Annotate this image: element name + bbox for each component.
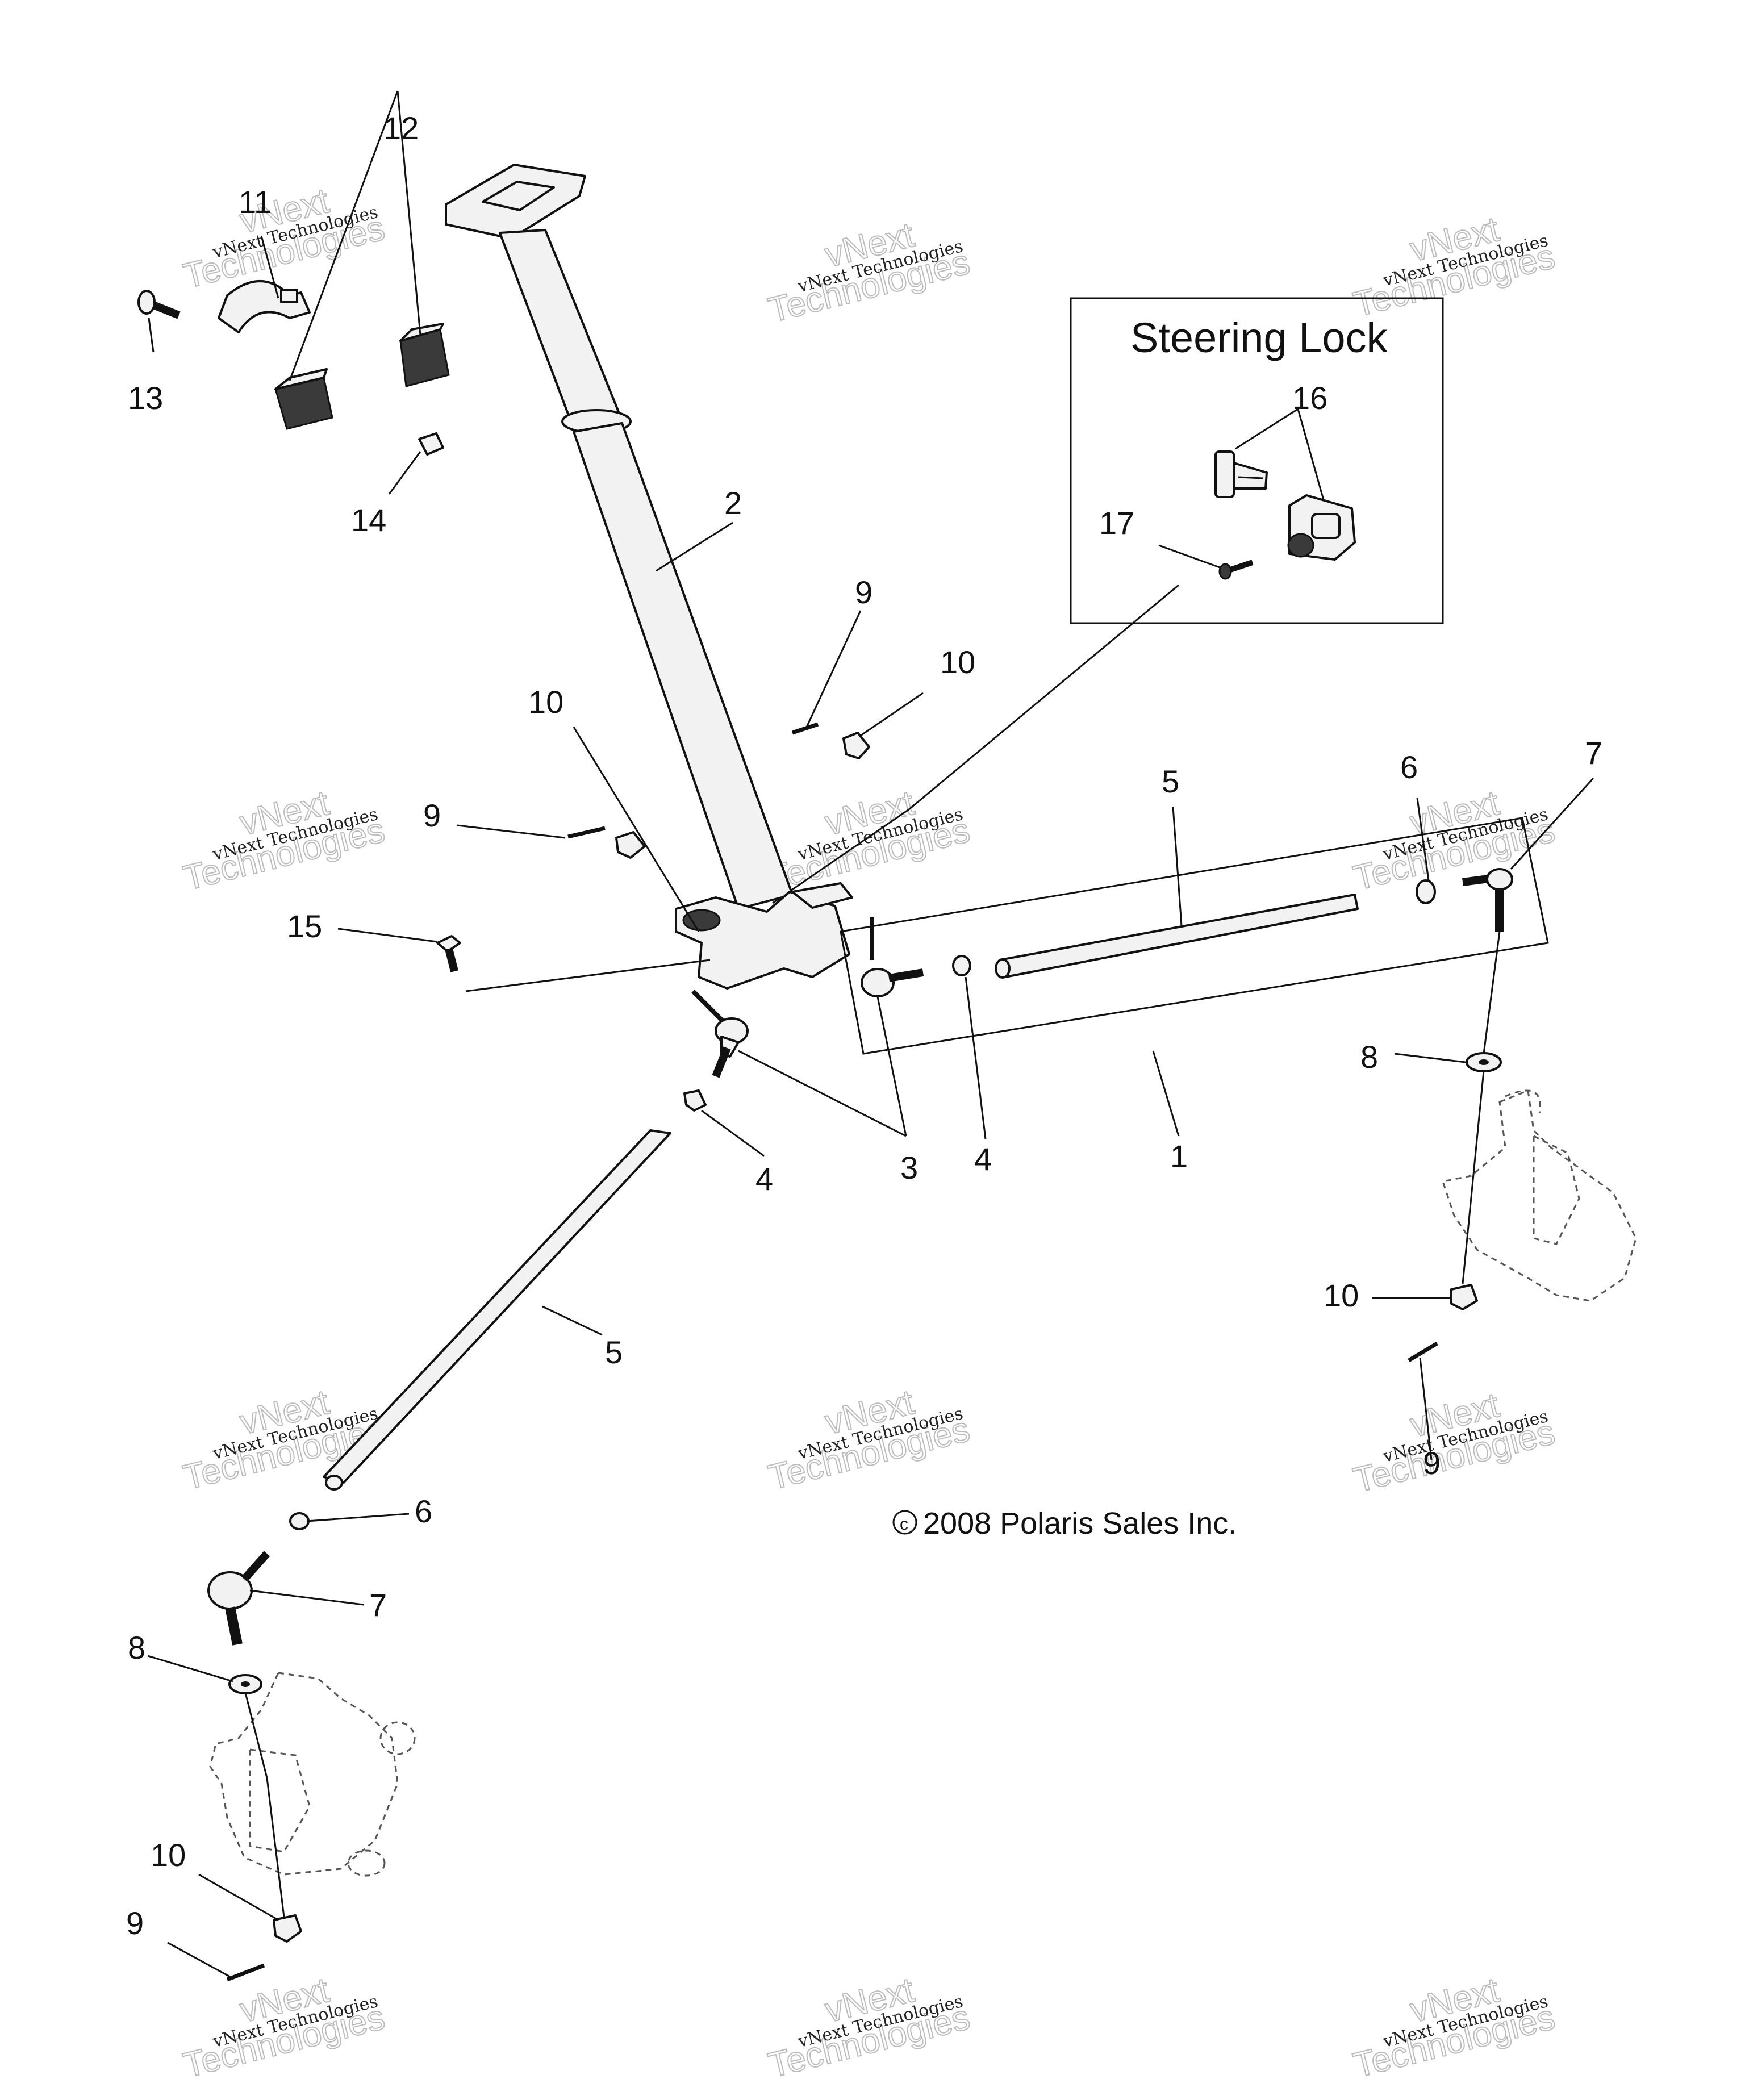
callout-7-lower: 7 <box>369 1587 387 1623</box>
callout-10-top: 10 <box>940 644 975 680</box>
callout-numbers: 12 11 13 14 2 9 10 10 9 15 5 6 7 8 4 1 3… <box>126 110 1602 1941</box>
lock-switch-part <box>1287 494 1356 561</box>
watermark-bottom-left: vNext Technologies vNext Technologies <box>179 1970 389 2086</box>
clamp-bolt-part <box>137 290 181 319</box>
leader-lock-to-column <box>772 584 1179 904</box>
leader-17 <box>1158 544 1222 569</box>
watermark-top-center: vNext Technologies vNext Technologies <box>764 215 974 331</box>
callout-15: 15 <box>287 908 322 944</box>
nut-10-right <box>1450 1284 1478 1310</box>
tie-rod-end-right <box>1462 868 1513 932</box>
callout-5-lower: 5 <box>605 1334 623 1370</box>
watermark-low-center: vNext Technologies vNext Technologies <box>764 1382 974 1498</box>
jam-nut-upper <box>952 955 971 976</box>
watermark-top-right: vNext Technologies vNext Technologies <box>1349 209 1559 325</box>
callout-17: 17 <box>1099 505 1134 541</box>
callout-10-right: 10 <box>1324 1277 1359 1313</box>
tie-rod-upper-part <box>995 894 1359 979</box>
tie-rod-end-lower-left <box>207 1551 270 1646</box>
watermark-low-right: vNext Technologies vNext Technologies <box>1349 1385 1559 1501</box>
callout-6-lower: 6 <box>415 1493 432 1529</box>
steering-lock-inset: Steering Lock 16 17 <box>1070 297 1444 624</box>
callout-6-upper: 6 <box>1400 749 1418 785</box>
callout-4-left: 4 <box>755 1161 773 1197</box>
watermark-bottom-right: vNext Technologies vNext Technologies <box>1349 1970 1559 2086</box>
bushing-left-part <box>274 368 333 430</box>
callout-10-left: 10 <box>528 684 563 720</box>
washer-right <box>1466 1052 1502 1072</box>
callout-10-lower: 10 <box>151 1837 186 1873</box>
bolt-15-part <box>436 935 461 972</box>
steering-lock-frame <box>1070 297 1444 624</box>
copyright-text: 2008 Polaris Sales Inc. <box>923 1506 1237 1540</box>
copyright-symbol-icon <box>892 1510 917 1535</box>
callout-9-left: 9 <box>423 798 441 833</box>
callout-7-upper: 7 <box>1585 735 1602 771</box>
steering-lock-title: Steering Lock <box>1130 314 1388 361</box>
tie-rod-end-upper <box>861 917 924 997</box>
svg-text:c: c <box>900 1515 908 1534</box>
watermarks: vNext Technologies vNext Technologies vN… <box>179 181 1559 2086</box>
callout-9-lower: 9 <box>126 1905 144 1941</box>
cotter-pin-center-top <box>791 722 819 735</box>
jam-nut-right-part <box>1416 879 1436 904</box>
watermark-low-left: vNext Technologies vNext Technologies <box>179 1382 389 1498</box>
callout-8-upper: 8 <box>1360 1039 1378 1075</box>
nut-10-center-left <box>615 831 646 859</box>
callout-9-right: 9 <box>1423 1445 1441 1481</box>
callout-8-lower: 8 <box>128 1630 145 1665</box>
washer-lower-left <box>228 1674 262 1694</box>
callout-16: 16 <box>1292 380 1327 416</box>
callout-14: 14 <box>351 502 386 538</box>
tie-rod-end-lower <box>691 990 749 1078</box>
callout-9-top: 9 <box>855 574 872 610</box>
bushing-right-part <box>399 323 450 387</box>
spindle-left-ghost <box>209 1672 416 1877</box>
callout-2: 2 <box>724 485 742 521</box>
cotter-pin-right <box>1408 1341 1438 1363</box>
watermark-top-left: vNext Technologies vNext Technologies <box>179 181 389 297</box>
nut-14-part <box>418 432 444 456</box>
nut-10-center-top <box>842 732 870 759</box>
callout-11: 11 <box>239 184 272 220</box>
clamp-part <box>218 280 311 333</box>
cotter-pin-lower-left <box>226 1963 265 1982</box>
watermark-bottom-center: vNext Technologies vNext Technologies <box>764 1970 974 2086</box>
callout-12: 12 <box>383 110 419 146</box>
jam-nut-lower-left <box>289 1512 310 1530</box>
copyright-notice: c 2008 Polaris Sales Inc. <box>892 1506 1237 1540</box>
jam-nut-lower <box>683 1089 707 1112</box>
spindle-right-ghost <box>1442 1089 1637 1302</box>
lock-bolt-part <box>1218 560 1254 580</box>
lock-key-part <box>1214 450 1268 498</box>
cotter-pin-center-left <box>567 826 606 839</box>
tie-rod-lower-part <box>323 1129 671 1491</box>
watermark-mid-left: vNext Technologies vNext Technologies <box>179 783 389 899</box>
nut-10-lower-left <box>273 1914 302 1943</box>
leader-lines <box>147 90 1594 1978</box>
callout-3: 3 <box>900 1150 918 1185</box>
callout-4-right: 4 <box>974 1141 992 1177</box>
callout-5-upper: 5 <box>1162 763 1179 799</box>
callout-13: 13 <box>128 380 163 416</box>
tie-rod-assembly-frame <box>840 817 1549 1055</box>
steering-column-part <box>445 164 853 990</box>
leader-16 <box>1235 407 1325 500</box>
callout-1: 1 <box>1170 1138 1188 1174</box>
